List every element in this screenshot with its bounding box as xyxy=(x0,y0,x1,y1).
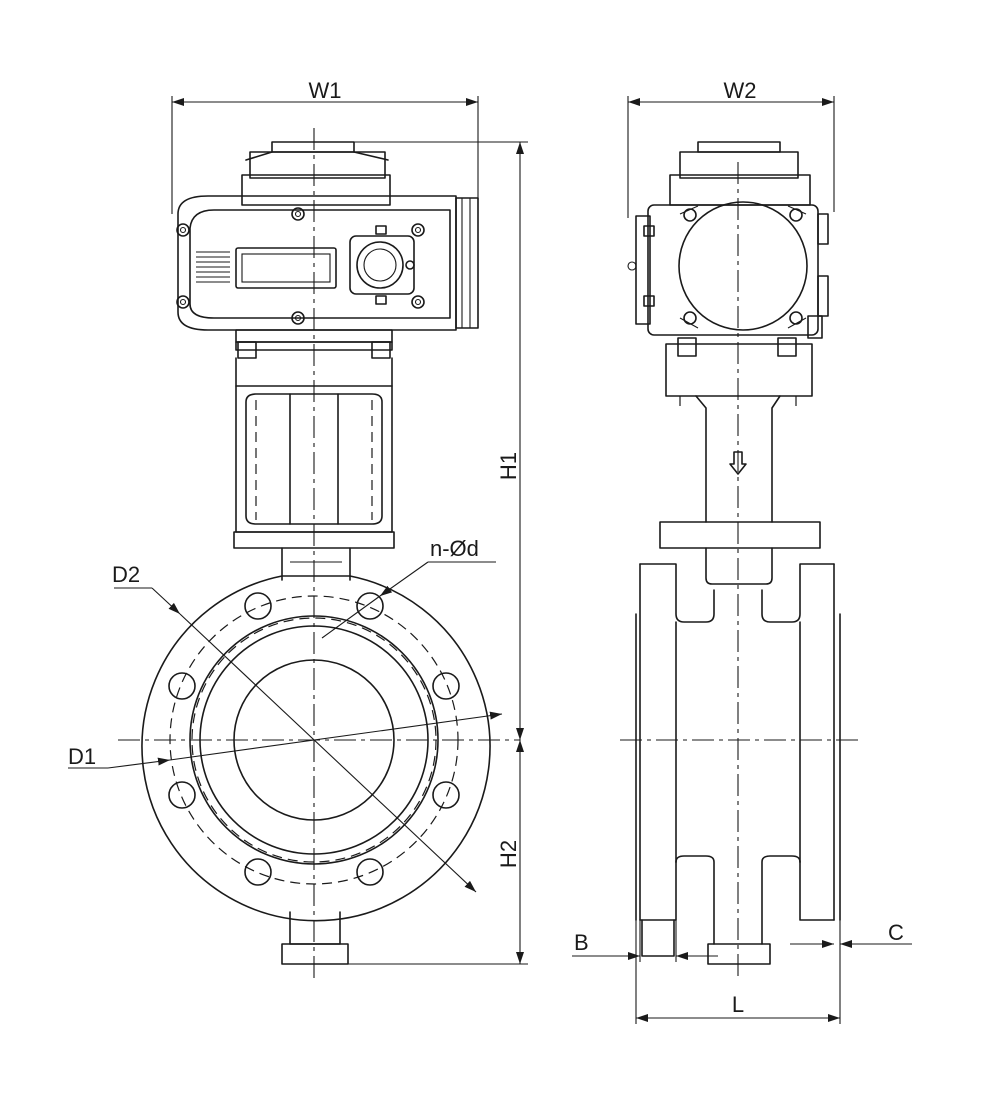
bracket-nuts-front xyxy=(237,341,391,359)
label-h1: H1 xyxy=(496,452,521,480)
front-view xyxy=(118,128,520,978)
dimension-labels: W1 W2 H1 H2 D2 D1 n-Ød B C L xyxy=(68,78,904,1017)
label-n-od: n-Ød xyxy=(430,536,479,561)
display-window xyxy=(235,247,337,289)
control-knob xyxy=(349,225,415,305)
side-view xyxy=(620,141,858,980)
front-centerlines xyxy=(118,128,520,978)
actuator-bolts-front xyxy=(176,207,425,325)
side-bracket xyxy=(659,337,821,585)
actuator-body-front xyxy=(177,195,479,351)
label-c: C xyxy=(888,920,904,945)
valve-neck-front xyxy=(281,547,351,577)
side-top-cap xyxy=(669,141,811,206)
label-h2: H2 xyxy=(496,840,521,868)
label-w2: W2 xyxy=(724,78,757,103)
label-l: L xyxy=(732,992,744,1017)
dimension-lines xyxy=(68,96,912,1024)
label-d2: D2 xyxy=(112,562,140,587)
label-w1: W1 xyxy=(309,78,342,103)
side-centerlines xyxy=(620,162,858,980)
label-d1: D1 xyxy=(68,744,96,769)
vent-grille xyxy=(196,251,230,283)
side-housing xyxy=(627,201,829,339)
actuator-top-cap xyxy=(241,141,391,206)
flange-bolt-holes xyxy=(168,592,460,886)
label-b: B xyxy=(574,930,589,955)
side-valve-body xyxy=(635,563,841,965)
bottom-stub-front xyxy=(281,911,349,965)
